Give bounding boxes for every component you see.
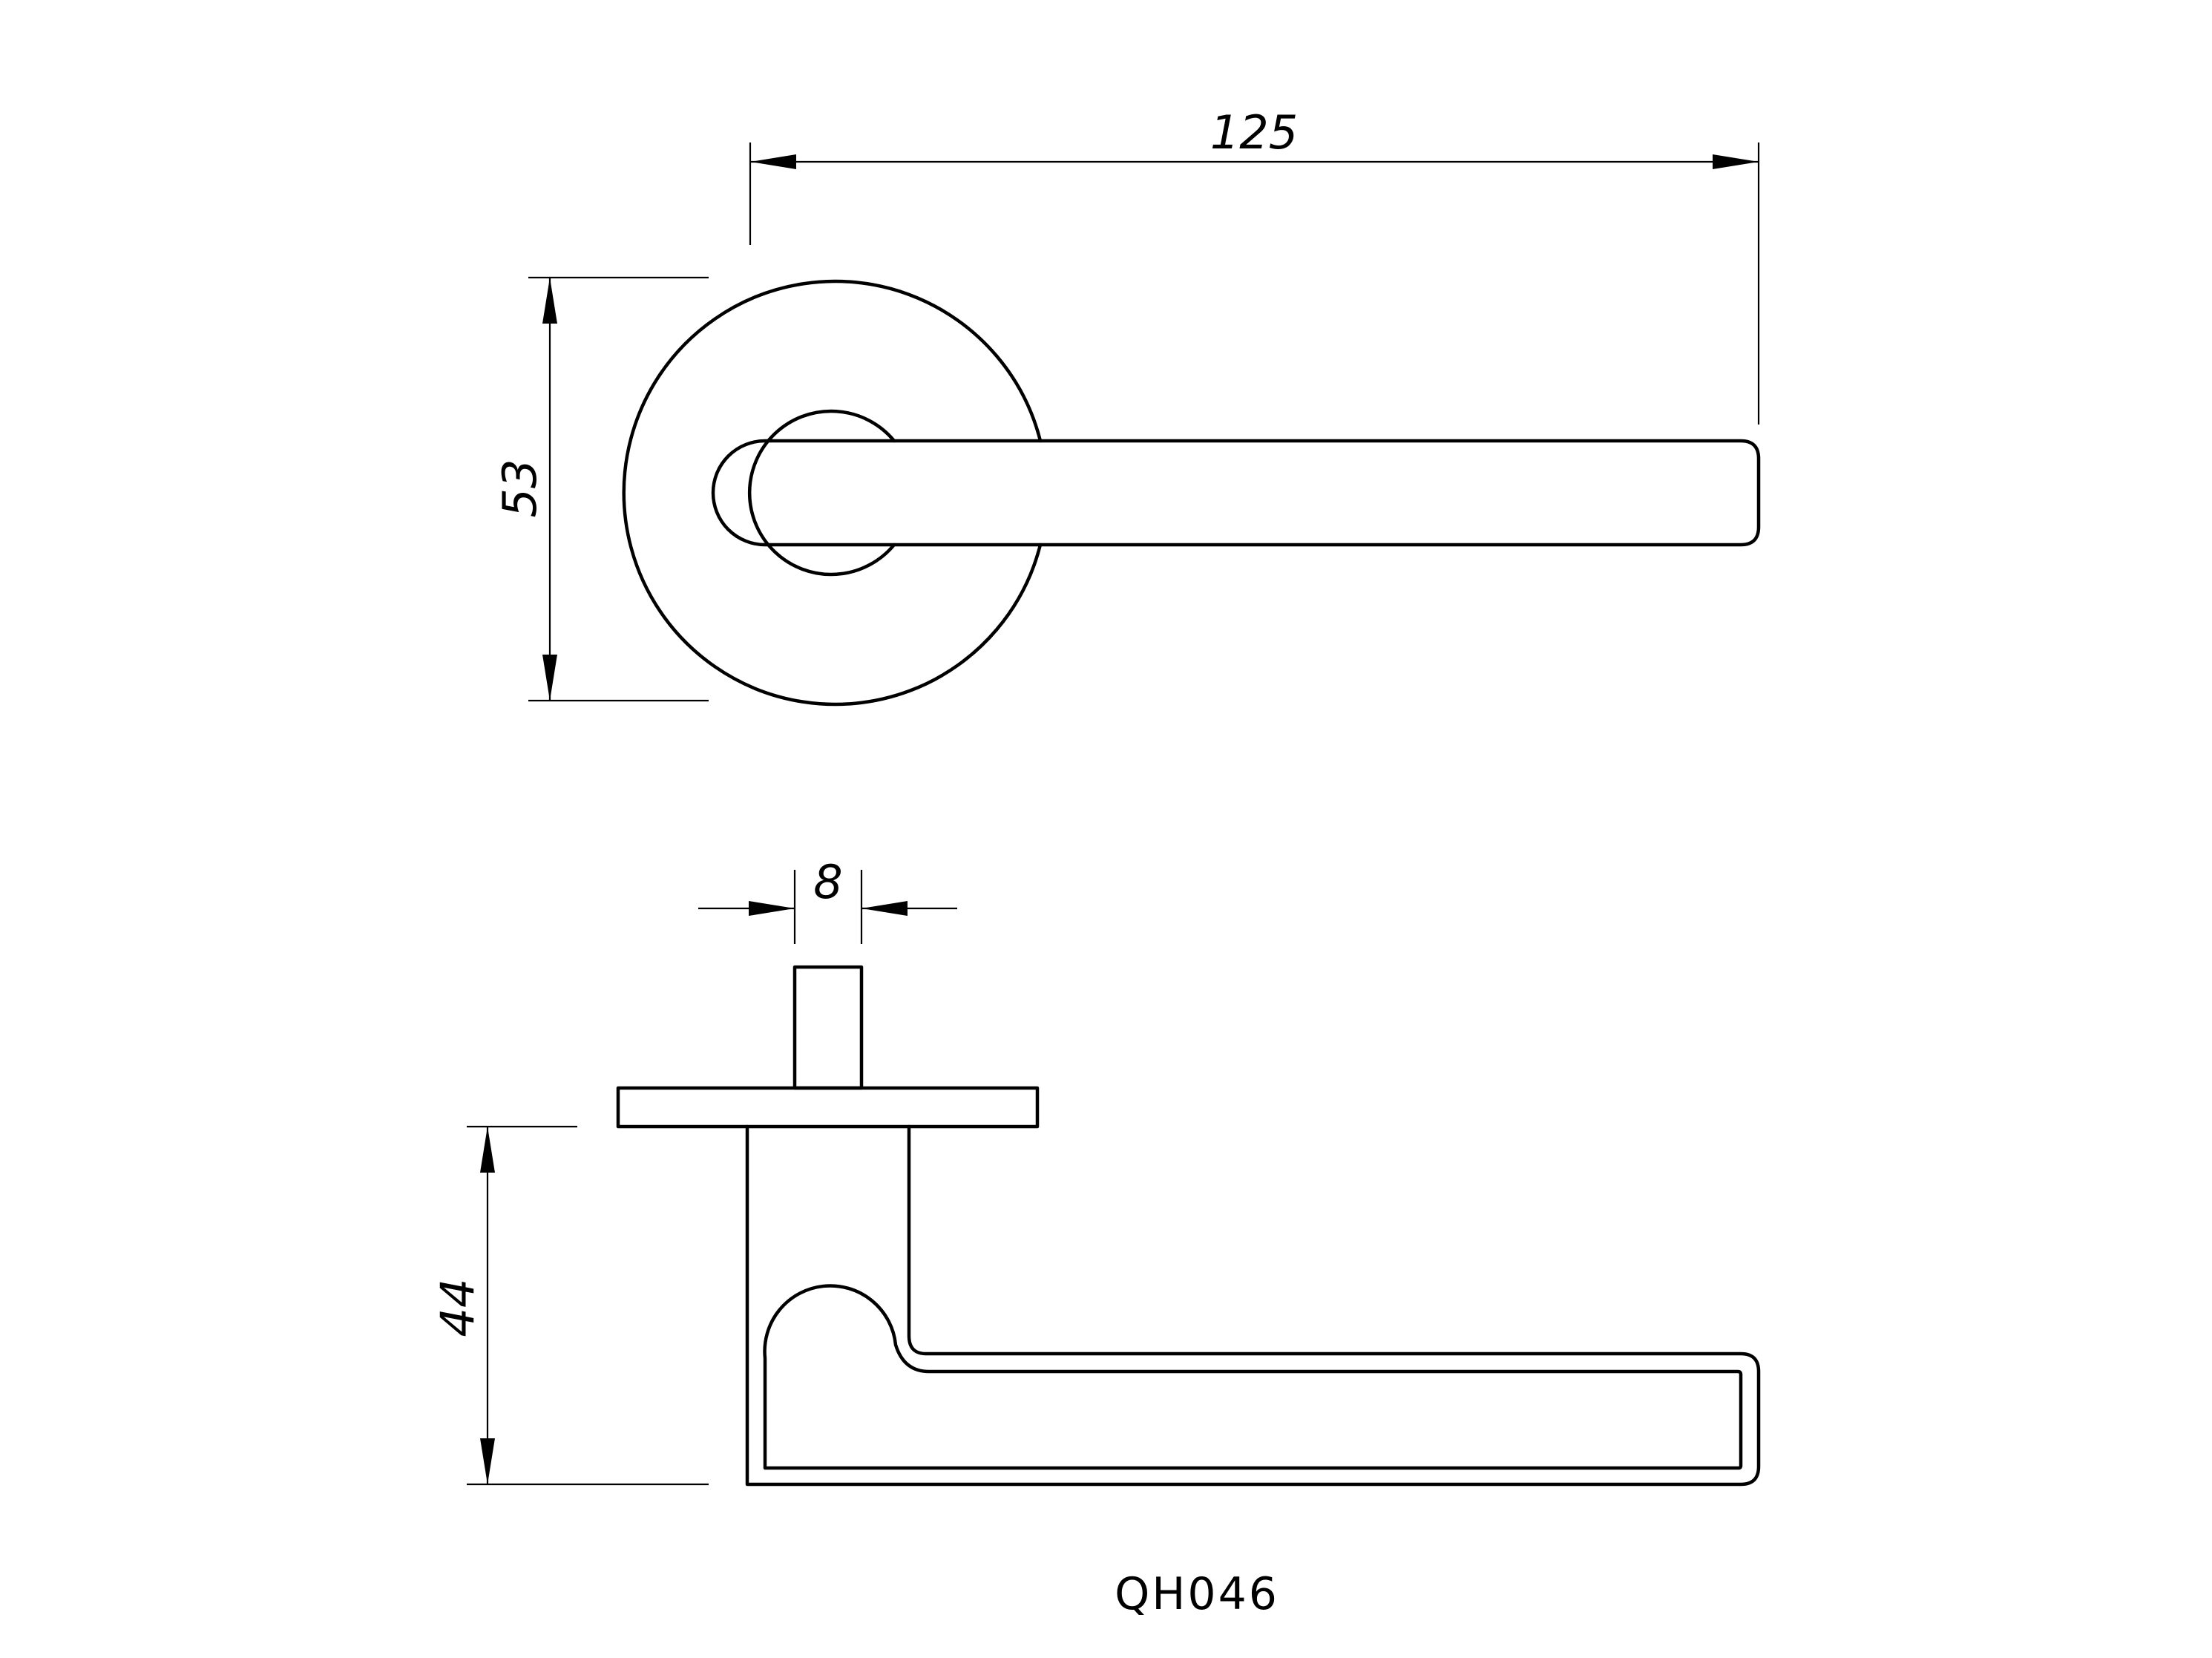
spindle <box>792 965 864 1090</box>
rose-outline <box>622 279 1043 707</box>
side-view: 8 44 <box>430 855 1761 1487</box>
dimension-projection: 44 <box>430 1125 709 1486</box>
dimension-spindle-width: 8 <box>698 855 957 944</box>
dimension-rose-diameter-label: 53 <box>493 459 547 518</box>
dimension-length: 125 <box>749 105 1760 425</box>
dimension-rose-diameter: 53 <box>493 276 709 702</box>
rose-plate <box>616 1086 1040 1129</box>
lever-body-inner <box>763 1284 1743 1470</box>
top-view: 125 53 <box>493 105 1761 707</box>
dimension-length-label: 125 <box>1210 105 1298 160</box>
hub-outline <box>747 409 896 577</box>
lever-body-outer <box>745 1124 1761 1487</box>
lever-bar-top <box>711 439 1761 547</box>
dimension-projection-label: 44 <box>430 1279 485 1337</box>
model-code: QH046 <box>1115 1568 1279 1620</box>
dimension-spindle-width-label: 8 <box>813 855 842 909</box>
